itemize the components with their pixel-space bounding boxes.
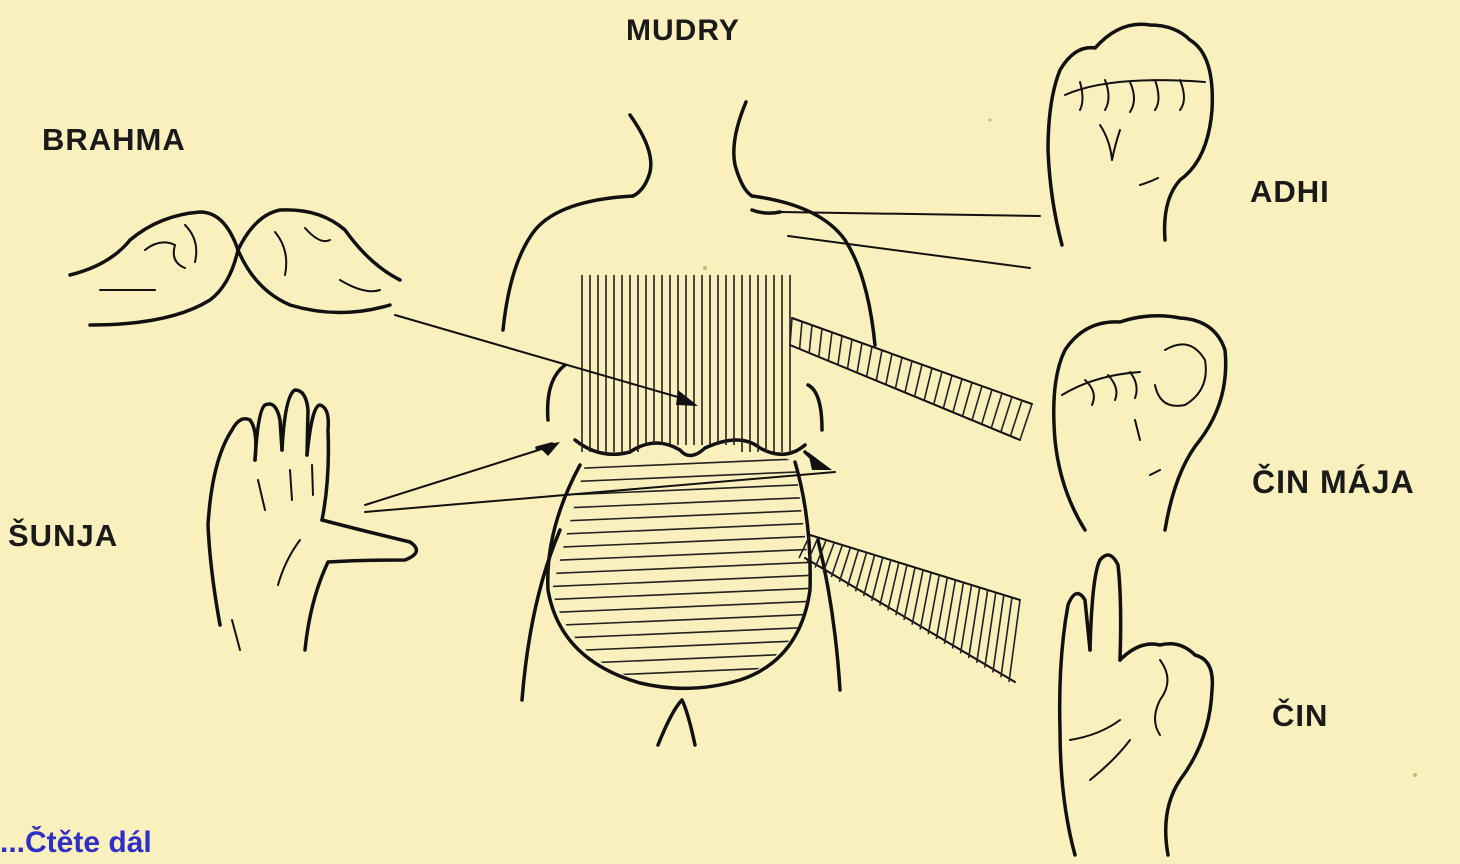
- continue-reading-link[interactable]: Čtěte dál...: [0, 826, 175, 860]
- label-sunja: ŠUNJA: [8, 518, 118, 554]
- belly-horizontal-lines: [540, 458, 820, 678]
- cin-maja-band: [790, 318, 1032, 440]
- chest-vertical-lines: [582, 275, 790, 452]
- cin-hand-icon: [1060, 555, 1213, 855]
- label-cin: ČIN: [1272, 698, 1328, 734]
- label-adhi: ADHI: [1250, 174, 1330, 210]
- cin-maja-fist-icon: [1054, 316, 1226, 530]
- adhi-fist-icon: [1048, 24, 1212, 245]
- label-brahma: BRAHMA: [42, 122, 186, 158]
- label-cin-maja: ČIN MÁJA: [1252, 464, 1415, 501]
- sunja-hand-icon: [208, 390, 416, 650]
- diagram-title: MUDRY: [626, 14, 740, 48]
- brahma-hands-icon: [70, 210, 400, 325]
- torso-figure: [503, 102, 875, 745]
